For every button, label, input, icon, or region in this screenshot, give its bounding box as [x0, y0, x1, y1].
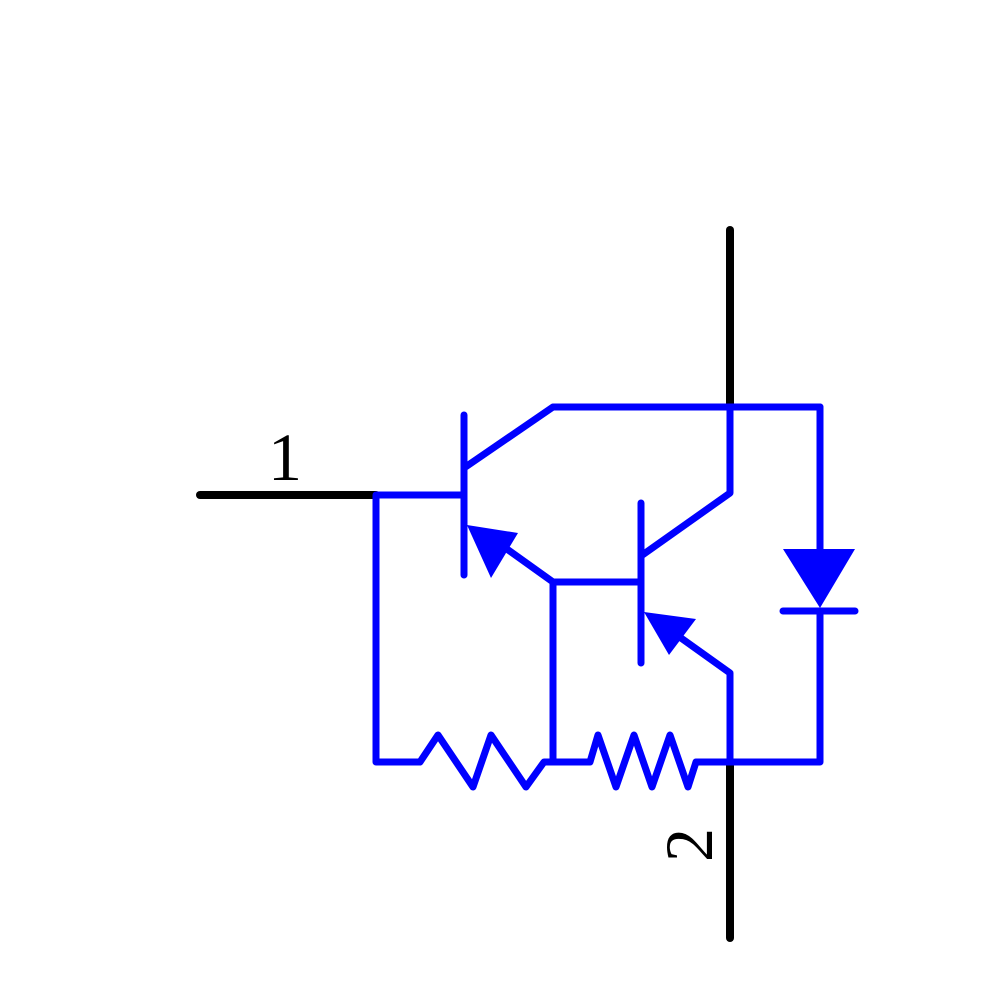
emitter-to-diode-wire: [726, 607, 824, 766]
pin-1-label: 1: [268, 419, 302, 495]
q1-emitter-arrow-icon: [467, 525, 518, 578]
resistor-r1: [410, 731, 557, 791]
q2-emitter-arrow-icon: [644, 612, 696, 655]
q2-collector: [637, 403, 734, 560]
resistor-r2: [549, 731, 734, 791]
transistor-q2: [637, 403, 734, 766]
pin-2-label: 2: [651, 828, 727, 862]
base-wire: [372, 491, 468, 766]
q2-emitter: [663, 624, 734, 766]
diode-d1: [779, 403, 859, 615]
q1-collector: [460, 403, 824, 472]
diode-triangle-icon: [783, 549, 855, 608]
